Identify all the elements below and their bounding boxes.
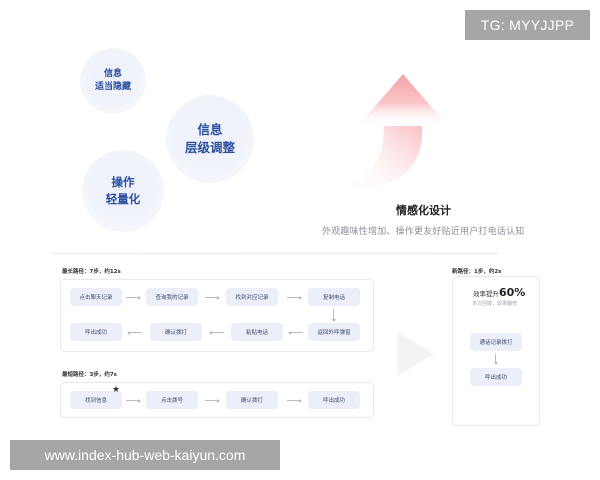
step: 呼出成功 <box>308 391 360 409</box>
arrow-down-icon <box>493 354 498 365</box>
step: 呼出成功 <box>470 368 522 386</box>
efficiency-subtitle: 多次回拨，效果翻倍 <box>472 301 518 307</box>
efficiency-value: 60% <box>499 286 526 299</box>
arrow-left-icon <box>288 330 303 335</box>
arrow-right-icon <box>205 398 220 403</box>
step: 找到对应记录 <box>226 288 278 306</box>
bubble-line: 层级调整 <box>184 140 235 155</box>
efficiency-title: 效率提升60% <box>473 286 525 299</box>
bubble-line: 信息 <box>197 121 223 137</box>
step: 查询我的记录 <box>146 288 198 306</box>
arrow-right-icon <box>126 295 141 300</box>
up-arrow-icon <box>338 68 458 198</box>
step: 确认拨打 <box>226 391 278 409</box>
arrow-right-icon <box>126 398 141 403</box>
step: 点击聊天记录 <box>70 288 122 306</box>
step: 呼出成功 <box>70 323 122 341</box>
arrow-left-icon <box>127 330 142 335</box>
step: 点击拨号 <box>146 391 198 409</box>
longest-path-label: 最长路径：7步，约12s <box>62 269 121 275</box>
arrow-right-icon <box>287 398 302 403</box>
new-path-card <box>452 276 540 426</box>
step: 粘贴电话 <box>231 323 283 341</box>
step: 通话记录拨打 <box>470 333 522 351</box>
bubble-line: 信息 <box>103 68 122 79</box>
bubble-line: 适当隐藏 <box>94 82 131 92</box>
step: 复制电话 <box>308 288 360 306</box>
arrow-left-icon <box>209 330 224 335</box>
bubble-info-hide: 信息 适当隐藏 <box>80 48 146 114</box>
section-divider <box>52 252 498 255</box>
new-path-label: 新路径：1步，约2s <box>452 269 502 275</box>
step: 找到信息 <box>70 391 122 409</box>
chevron-right-icon <box>398 332 434 376</box>
emotional-design-title: 情感化设计 <box>396 204 451 217</box>
bubble-info-hierarchy: 信息 层级调整 <box>166 95 254 183</box>
arrow-down-icon <box>331 309 336 322</box>
star-icon: ★ <box>112 385 121 395</box>
emotional-design-description: 外观趣味性增加、操作更友好贴近用户打电话认知 <box>322 227 525 237</box>
bubble-line: 轻量化 <box>105 192 141 206</box>
arrow-right-icon <box>287 295 302 300</box>
bubble-line: 操作 <box>111 175 135 190</box>
step: 返回外呼弹窗 <box>308 323 360 341</box>
bubble-lightweight-op: 操作 轻量化 <box>82 150 164 232</box>
arrow-right-icon <box>205 295 220 300</box>
shortest-path-label: 最短路径：3步，约7s <box>62 372 117 378</box>
watermark-tg: TG: MYYJJPP <box>465 10 590 40</box>
step: 确认拨打 <box>150 323 202 341</box>
watermark-url: www.index-hub-web-kaiyun.com <box>10 440 280 470</box>
efficiency-prefix: 效率提升 <box>473 290 499 298</box>
